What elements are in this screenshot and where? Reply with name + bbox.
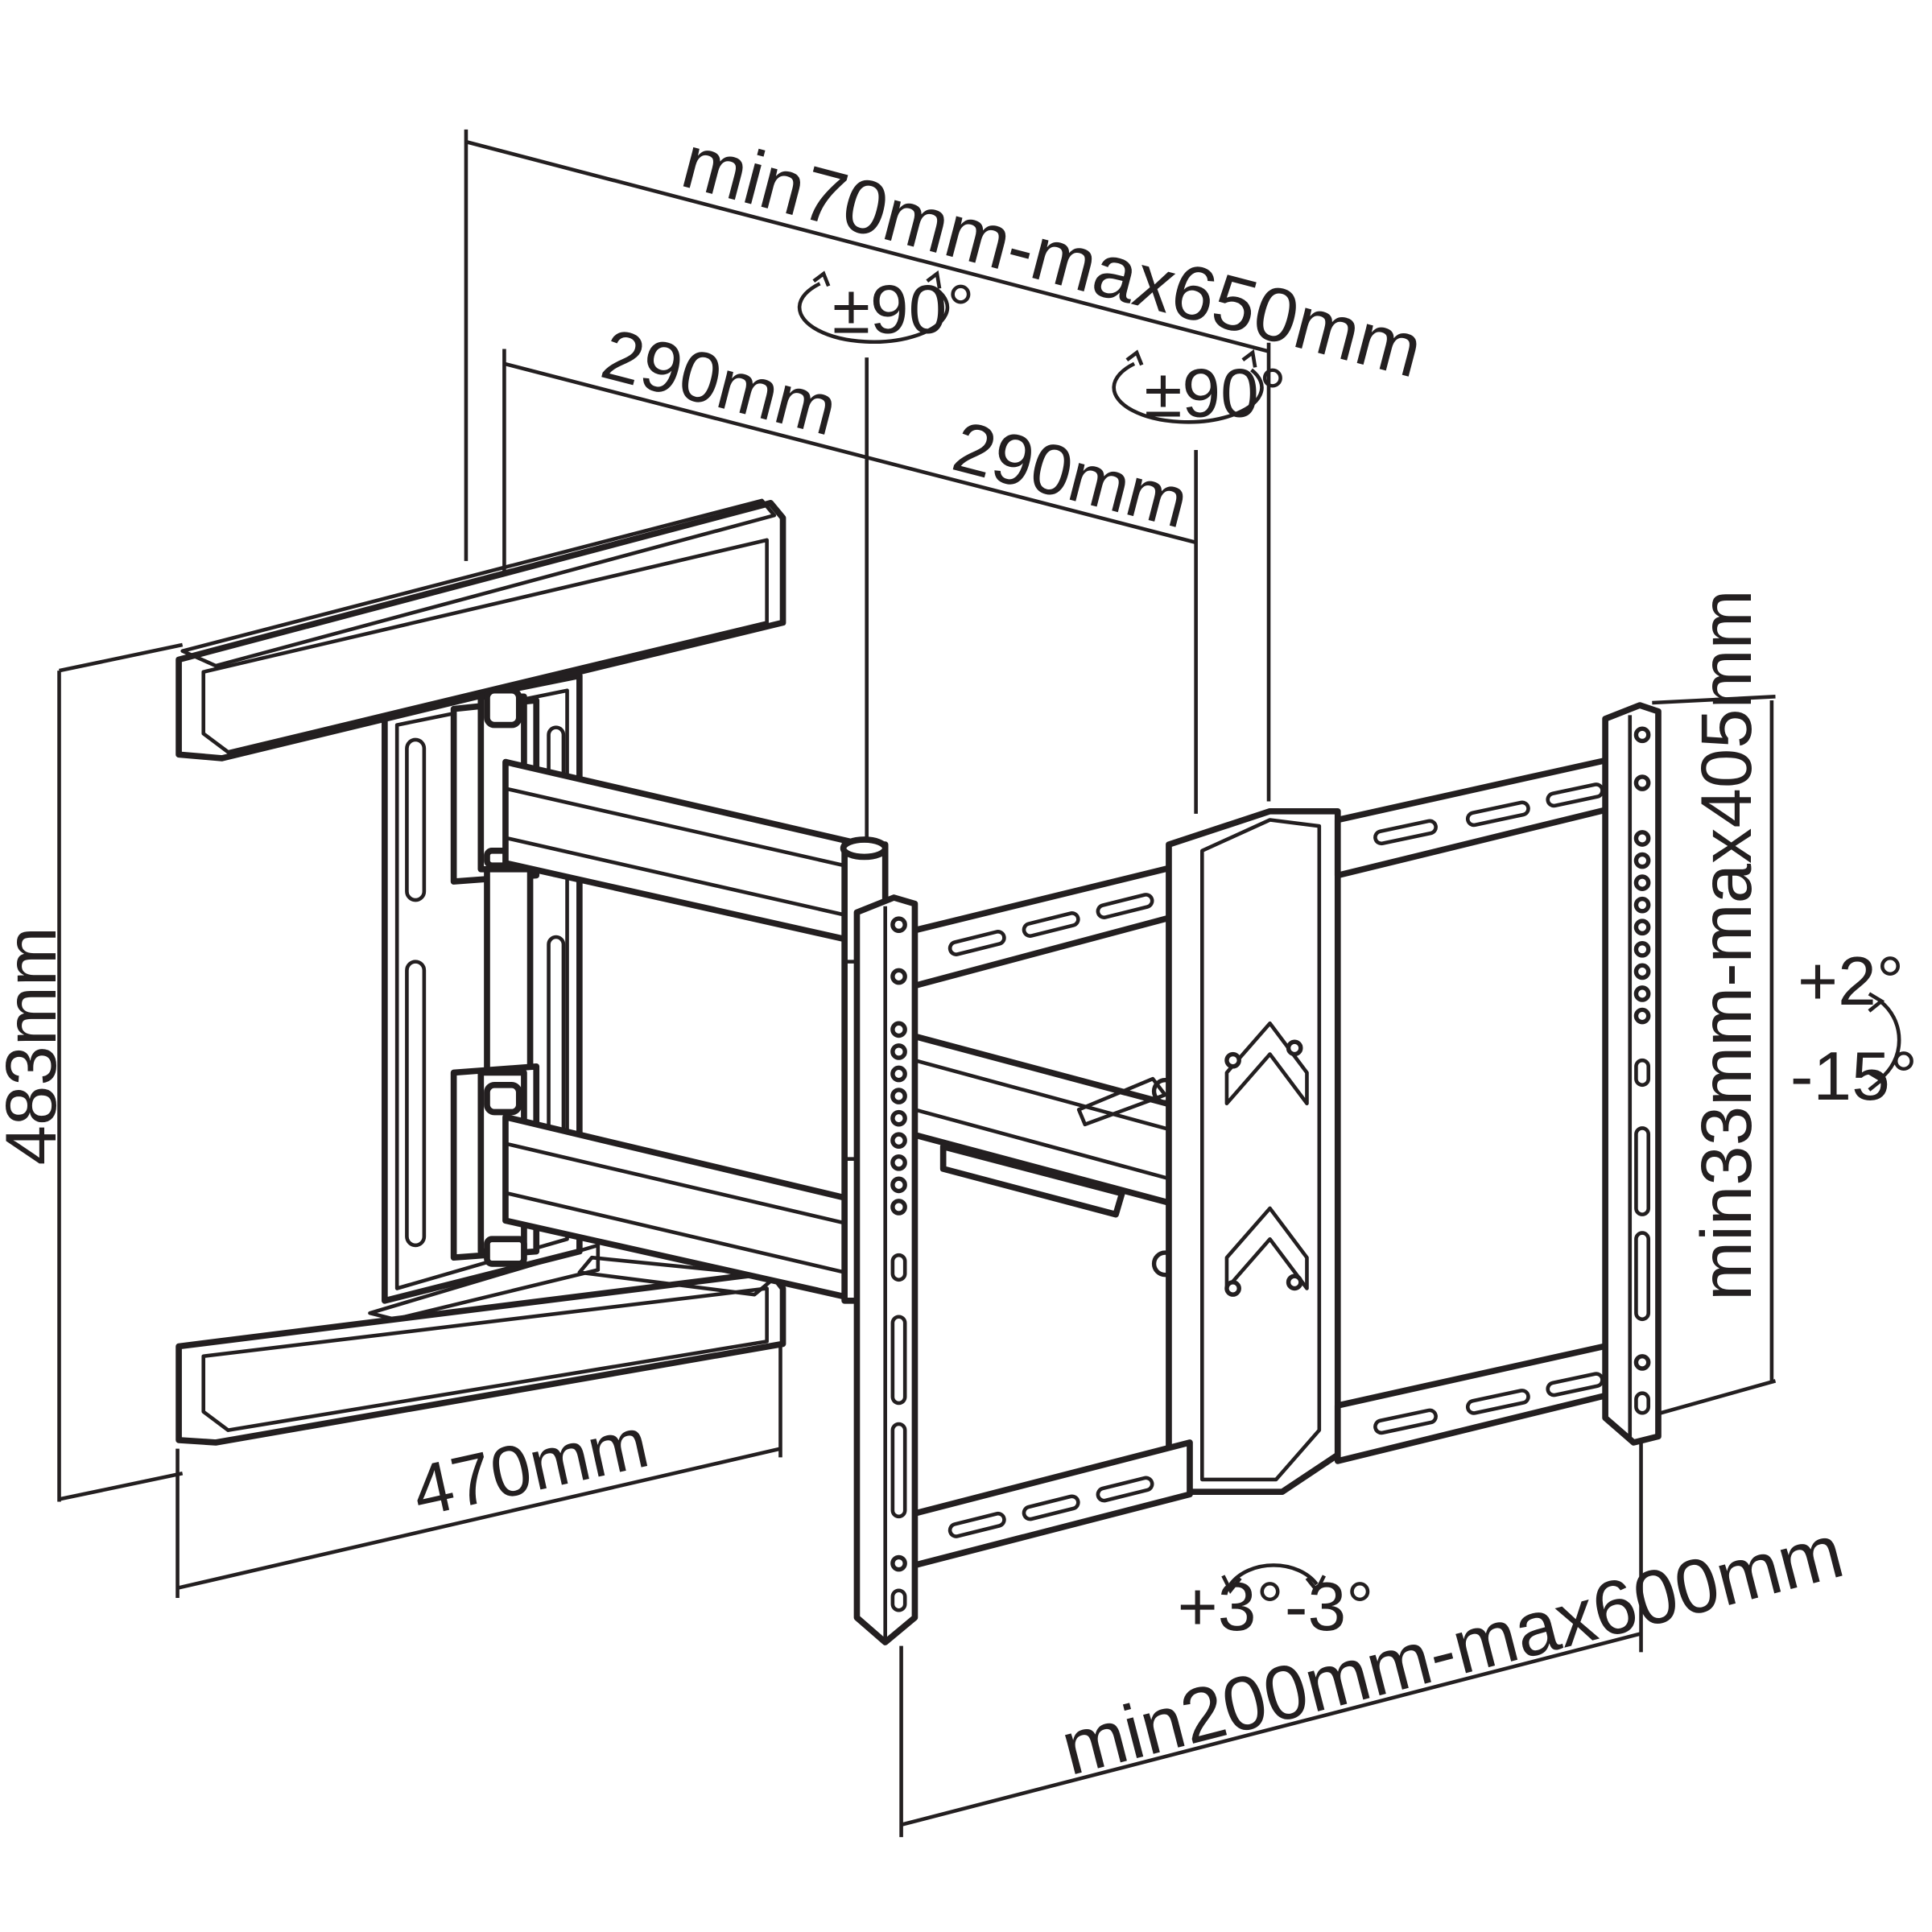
vesa-upright-left bbox=[853, 894, 919, 1645]
rotation-labels: ±90° ±90° +2° -15° +3° -3° bbox=[832, 271, 1918, 1645]
rotation-arrows bbox=[797, 270, 1901, 1594]
label-swivel-1: ±90° bbox=[832, 271, 975, 349]
label-total-extension: min70mm-max650mm bbox=[674, 119, 1430, 394]
wall-plate bbox=[175, 498, 786, 1446]
label-tilt-down: -15° bbox=[1790, 1038, 1918, 1115]
label-wall-plate-height: 483mm bbox=[0, 927, 71, 1165]
label-vesa-horizontal: min200mm-max600mm bbox=[1053, 1509, 1852, 1792]
label-wall-plate-width: 470mm bbox=[405, 1402, 655, 1532]
label-level-plus: +3° bbox=[1178, 1568, 1284, 1645]
label-tilt-up: +2° bbox=[1798, 943, 1904, 1020]
hinges bbox=[450, 687, 540, 1267]
label-level-minus: -3° bbox=[1285, 1568, 1374, 1645]
vesa-upright-right bbox=[1602, 702, 1662, 1446]
center-bracket bbox=[1166, 807, 1341, 1496]
label-swivel-2: ±90° bbox=[1144, 355, 1286, 432]
second-arms bbox=[909, 860, 1193, 1278]
label-vesa-vertical: min33mm-max405mm bbox=[1686, 589, 1766, 1301]
tv-rails bbox=[909, 755, 1619, 1569]
label-arm-1: 290mm bbox=[594, 314, 845, 451]
